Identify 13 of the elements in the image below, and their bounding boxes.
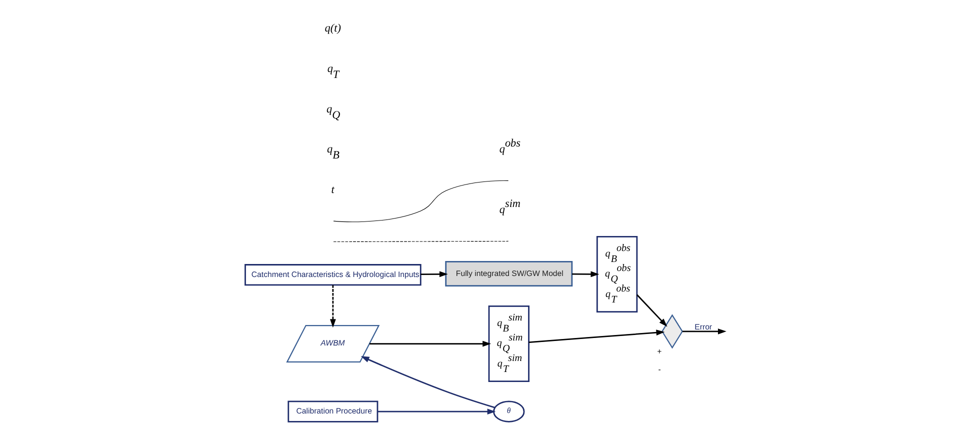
- arrow: [377, 408, 496, 415]
- arrow: [528, 330, 664, 343]
- arrow: [420, 271, 448, 278]
- label: t: [330, 184, 334, 196]
- arrow: [369, 340, 490, 347]
- label: q(t): [324, 22, 340, 35]
- arrow: [330, 285, 336, 328]
- arrow: [636, 294, 667, 327]
- arrow: [360, 356, 494, 408]
- node-diamond: [661, 314, 682, 349]
- arrow: [682, 328, 726, 334]
- arrow: [572, 271, 599, 278]
- node-ellipse: θ: [492, 400, 524, 422]
